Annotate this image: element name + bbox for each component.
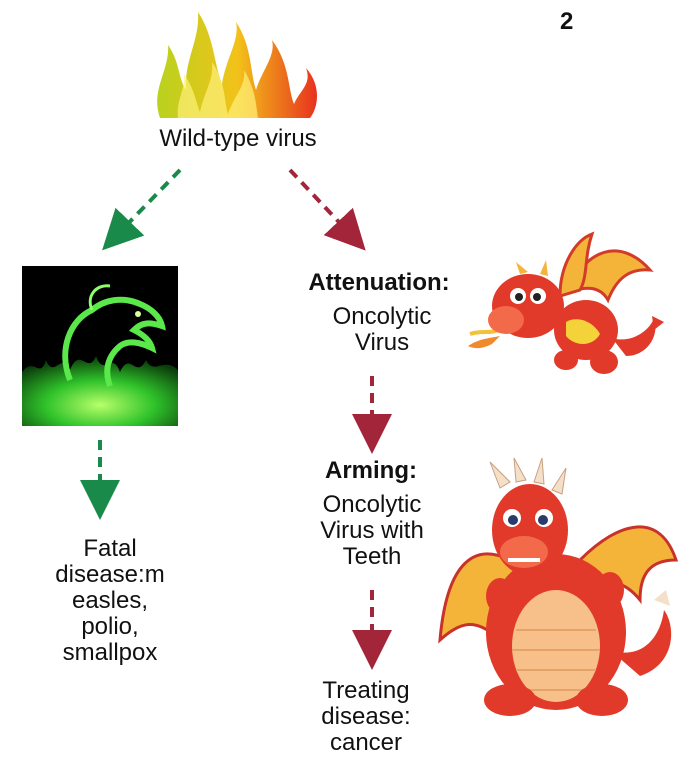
fatal-line: Fatal [26,536,194,562]
arming-heading: Arming: [312,458,430,484]
fatal-line: disease:m [26,562,194,588]
attenuation-description: Oncolytic Virus [296,304,468,356]
treating-disease-text: Treating disease: cancer [300,678,432,756]
flame-icon [157,12,317,118]
attenuation-line: Virus [296,330,468,356]
arming-line: Oncolytic [296,492,448,518]
fatal-line: smallpox [26,640,194,666]
arming-line: Teeth [296,544,448,570]
fatal-disease-text: Fatal disease:m easles, polio, smallpox [26,536,194,666]
arrow-to-attenuation [290,170,352,236]
attenuation-line: Oncolytic [296,304,468,330]
baby-dragon-image [468,234,664,374]
fatal-line: polio, [26,614,194,640]
arming-line: Virus with [296,518,448,544]
arrow-to-fatal [116,170,180,236]
fatal-line: easles, [26,588,194,614]
treating-line: Treating [300,678,432,704]
arming-description: Oncolytic Virus with Teeth [296,492,448,570]
page-number: 2 [560,8,573,36]
attenuation-heading: Attenuation: [286,270,472,296]
armed-dragon-image [440,458,676,716]
treating-line: cancer [300,730,432,756]
wild-type-label: Wild-type virus [138,126,338,152]
green-fire-dragon-image [22,266,178,426]
treating-line: disease: [300,704,432,730]
